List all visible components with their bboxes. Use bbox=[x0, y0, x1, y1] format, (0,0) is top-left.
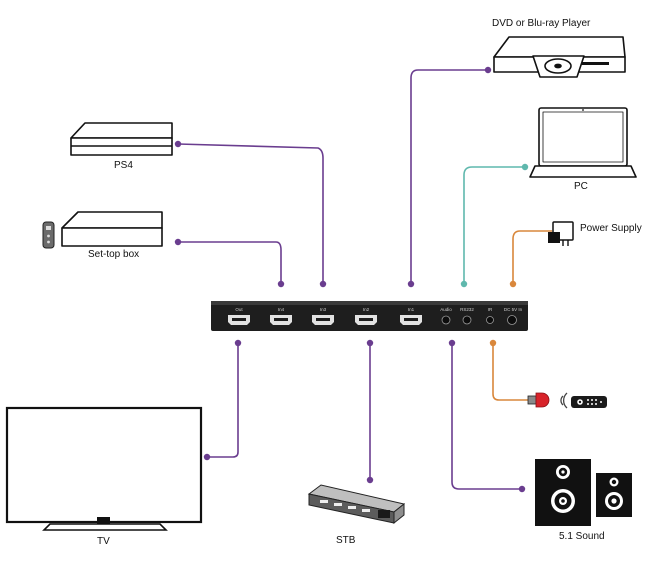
power-supply-label: Power Supply bbox=[580, 223, 642, 234]
speaker-icon bbox=[535, 459, 591, 526]
port-label-out: Out bbox=[235, 307, 243, 312]
settop-box-icon bbox=[61, 211, 163, 247]
ir-signal-icon bbox=[560, 392, 568, 409]
dvd-connector-dot bbox=[484, 66, 492, 74]
port-label-audio: Audio bbox=[440, 307, 452, 312]
ir-remote-icon bbox=[571, 396, 607, 408]
ir-jack bbox=[486, 316, 494, 324]
ps4-connector-dot bbox=[174, 140, 182, 148]
ps4-label: PS4 bbox=[114, 160, 133, 171]
ir-connector-dot bbox=[489, 339, 497, 347]
power-supply-icon bbox=[548, 221, 574, 246]
port-label-in1: In1 bbox=[408, 307, 415, 312]
sound-connector-dot bbox=[518, 485, 526, 493]
in3-connector-dot bbox=[319, 280, 327, 288]
in4-connector-dot bbox=[277, 280, 285, 288]
rs232-jack bbox=[462, 315, 472, 325]
rs232-connector-dot bbox=[460, 280, 468, 288]
port-label-ir: IR bbox=[488, 307, 493, 312]
ir-emitter-icon bbox=[527, 392, 550, 408]
sound-cable bbox=[451, 343, 522, 490]
port-label-in4: In4 bbox=[278, 307, 285, 312]
dvd-label: DVD or Blu-ray Player bbox=[492, 18, 591, 29]
tv-cable bbox=[207, 343, 239, 458]
settop-cable bbox=[178, 241, 282, 283]
audio-jack bbox=[441, 315, 451, 325]
port-label-rs232: RS232 bbox=[460, 307, 474, 312]
in1-connector-dot bbox=[407, 280, 415, 288]
tv-label: TV bbox=[97, 536, 110, 547]
pc-label: PC bbox=[574, 181, 588, 192]
settop-label: Set-top box bbox=[88, 249, 140, 260]
stb-connector-dot bbox=[366, 476, 374, 484]
stb-label: STB bbox=[336, 535, 356, 546]
ir-cable bbox=[492, 343, 528, 401]
ps4-icon bbox=[70, 122, 173, 156]
tv-icon bbox=[5, 406, 203, 531]
pc-cable bbox=[463, 166, 525, 283]
remote-control-icon bbox=[42, 221, 55, 249]
port-label-in3: In3 bbox=[320, 307, 327, 312]
out-connector-dot bbox=[234, 339, 242, 347]
port-label-in2: In2 bbox=[363, 307, 370, 312]
hdmi-switch: Out In4 In3 In2 In1 Audio RS232 IR DC 5V… bbox=[211, 301, 528, 331]
subwoofer-icon bbox=[596, 473, 632, 517]
tv-connector-dot bbox=[203, 453, 211, 461]
pc-connector-dot bbox=[521, 163, 529, 171]
dvd-cable bbox=[410, 69, 488, 283]
port-label-dc: DC 5V In bbox=[504, 307, 523, 312]
dvd-player-icon bbox=[493, 36, 626, 78]
settop-connector-dot bbox=[174, 238, 182, 246]
stb-icon bbox=[307, 484, 406, 525]
power-cable bbox=[512, 230, 552, 283]
audio-connector-dot bbox=[448, 339, 456, 347]
sound-label: 5.1 Sound bbox=[559, 531, 605, 542]
laptop-icon bbox=[529, 107, 637, 178]
dc-connector-dot bbox=[509, 280, 517, 288]
stb-port-dot bbox=[366, 339, 374, 347]
ps4-cable bbox=[177, 143, 324, 283]
dc-jack bbox=[507, 315, 517, 325]
